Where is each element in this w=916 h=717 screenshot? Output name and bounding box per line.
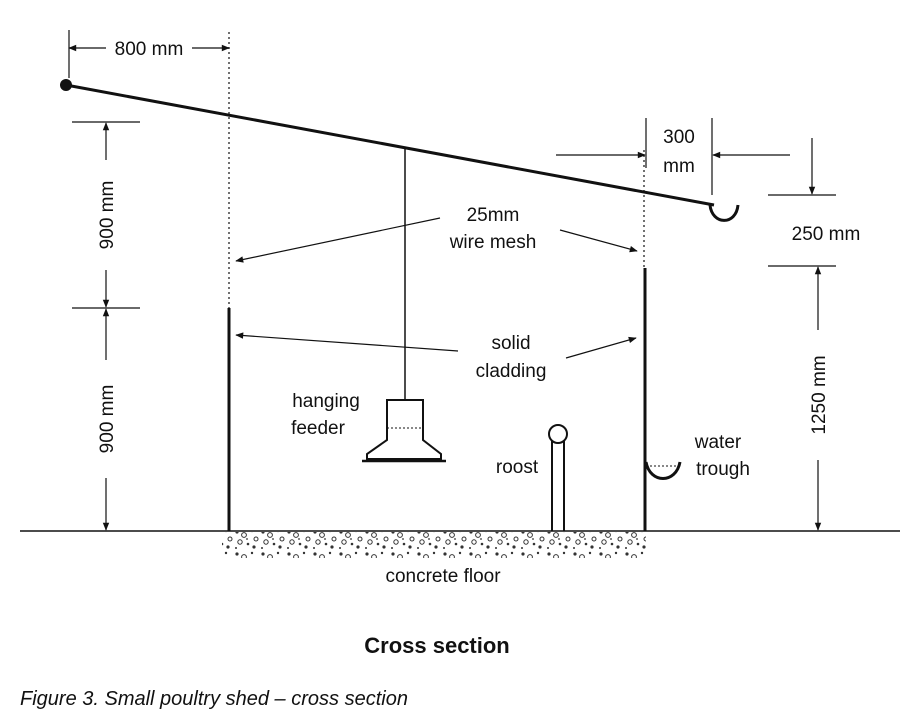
wire-mesh-label-2: wire mesh xyxy=(449,232,537,253)
hanging-feeder-label-2: feeder xyxy=(291,418,346,439)
roof-line xyxy=(65,83,715,207)
dim-overhang-right-label-1: 300 xyxy=(663,127,695,148)
dim-overhang-right xyxy=(556,118,790,195)
dim-lower-height-label: 900 mm xyxy=(97,385,118,454)
dim-gap-right-label: 250 mm xyxy=(792,224,861,245)
diagram-title: Cross section xyxy=(364,633,510,658)
dim-overhang-right-label-2: mm xyxy=(663,156,695,177)
solid-cladding-label-1: solid xyxy=(491,333,530,354)
gutter xyxy=(708,204,740,222)
solid-cladding-arrow-right xyxy=(565,336,637,359)
dim-gap-right xyxy=(768,138,836,267)
wire-mesh-arrow-left xyxy=(235,217,441,263)
hanging-feeder xyxy=(362,147,446,463)
roost xyxy=(548,424,568,531)
wire-mesh-arrow-right xyxy=(559,229,638,253)
dim-overhang-left-label: 800 mm xyxy=(115,39,184,60)
water-trough-label-1: water xyxy=(694,432,742,453)
roost-label: roost xyxy=(496,457,539,478)
solid-cladding-arrow-left xyxy=(235,332,459,352)
figure-caption: Figure 3. Small poultry shed – cross sec… xyxy=(20,688,408,710)
concrete-floor-label: concrete floor xyxy=(385,566,501,587)
dim-upper-height xyxy=(72,121,140,309)
roof-end-knob xyxy=(60,79,72,91)
concrete-floor-slab xyxy=(222,532,646,558)
water-trough xyxy=(644,461,682,480)
solid-cladding-label-2: cladding xyxy=(476,361,547,382)
dim-right-wall-height-label: 1250 mm xyxy=(809,355,830,434)
dim-overhang-left xyxy=(68,30,230,78)
wire-mesh-label-1: 25mm xyxy=(467,205,520,226)
hanging-feeder-label-1: hanging xyxy=(292,391,360,412)
water-trough-label-2: trough xyxy=(696,459,750,480)
dim-upper-height-label: 900 mm xyxy=(97,181,118,250)
